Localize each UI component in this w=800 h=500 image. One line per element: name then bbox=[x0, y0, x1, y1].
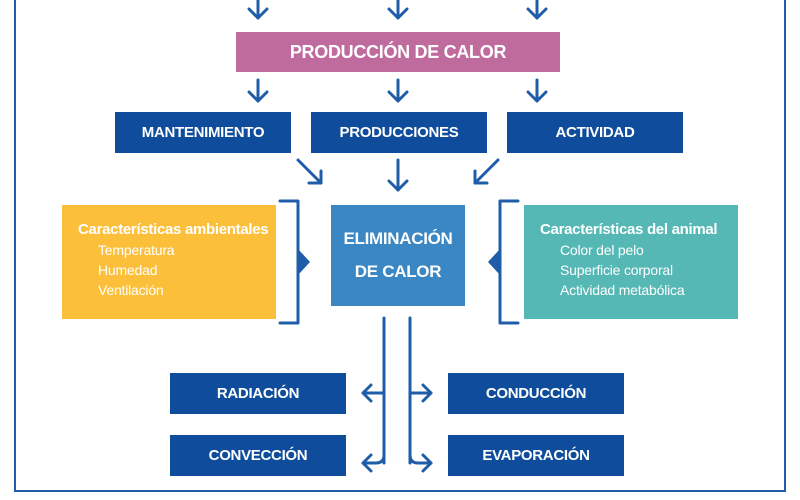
eliminacion-de-calor-box: ELIMINACIÓN DE CALOR bbox=[331, 205, 465, 306]
caracteristicas-ambientales-heading: Características ambientales bbox=[78, 221, 269, 238]
caracteristicas-del-animal-panel: Características del animal Color del pel… bbox=[524, 205, 738, 319]
eliminacion-line2: DE CALOR bbox=[354, 261, 442, 281]
caracteristicas-del-animal-heading: Características del animal bbox=[540, 221, 718, 238]
superficie-corporal-item: Superficie corporal bbox=[560, 262, 673, 278]
eliminacion-line1: ELIMINACIÓN bbox=[343, 229, 453, 249]
arrow-diagonal-left bbox=[296, 158, 323, 185]
arrow-to-evaporacion bbox=[408, 453, 433, 473]
evaporacion-box: EVAPORACIÓN bbox=[448, 435, 624, 476]
color-del-pelo-item: Color del pelo bbox=[560, 242, 644, 258]
arrow-down-top-right bbox=[526, 0, 548, 20]
conduccion-box: CONDUCCIÓN bbox=[448, 373, 624, 414]
arrow-diagonal-right bbox=[473, 158, 500, 185]
right-pointer-icon bbox=[488, 249, 500, 275]
arrow-down-top-left bbox=[247, 0, 269, 20]
humedad-item: Humedad bbox=[98, 262, 158, 278]
ventilacion-item: Ventilación bbox=[98, 282, 164, 298]
arrow-down-to-producciones bbox=[387, 78, 409, 103]
producciones-box: PRODUCCIONES bbox=[311, 112, 487, 153]
right-bracket bbox=[498, 199, 520, 325]
conveccion-box: CONVECCIÓN bbox=[170, 435, 346, 476]
radiacion-label: RADIACIÓN bbox=[216, 385, 300, 402]
actividad-metabolica-item: Actividad metabólica bbox=[560, 282, 685, 298]
arrow-down-to-actividad bbox=[526, 78, 548, 103]
left-pointer-icon bbox=[298, 249, 310, 275]
mantenimiento-box: MANTENIMIENTO bbox=[115, 112, 291, 153]
conveccion-label: CONVECCIÓN bbox=[208, 447, 308, 464]
arrow-to-radiacion bbox=[361, 383, 386, 403]
actividad-label: ACTIVIDAD bbox=[555, 124, 635, 141]
produccion-de-calor-label: PRODUCCIÓN DE CALOR bbox=[289, 41, 507, 62]
evaporacion-label: EVAPORACIÓN bbox=[482, 447, 590, 464]
actividad-box: ACTIVIDAD bbox=[507, 112, 683, 153]
arrow-down-center bbox=[387, 158, 409, 192]
arrow-down-top-center bbox=[387, 0, 409, 20]
arrow-down-to-mantenimiento bbox=[247, 78, 269, 103]
arrow-to-conduccion bbox=[408, 383, 433, 403]
temperatura-item: Temperatura bbox=[98, 242, 175, 258]
mantenimiento-label: MANTENIMIENTO bbox=[141, 124, 265, 141]
radiacion-box: RADIACIÓN bbox=[170, 373, 346, 414]
caracteristicas-ambientales-panel: Características ambientales Temperatura … bbox=[62, 205, 276, 319]
diagram-frame bbox=[14, 0, 786, 492]
producciones-label: PRODUCCIONES bbox=[339, 124, 459, 141]
left-bracket bbox=[278, 199, 300, 325]
arrow-to-conveccion bbox=[361, 453, 386, 473]
produccion-de-calor-box: PRODUCCIÓN DE CALOR bbox=[236, 32, 560, 72]
conduccion-label: CONDUCCIÓN bbox=[485, 385, 587, 402]
